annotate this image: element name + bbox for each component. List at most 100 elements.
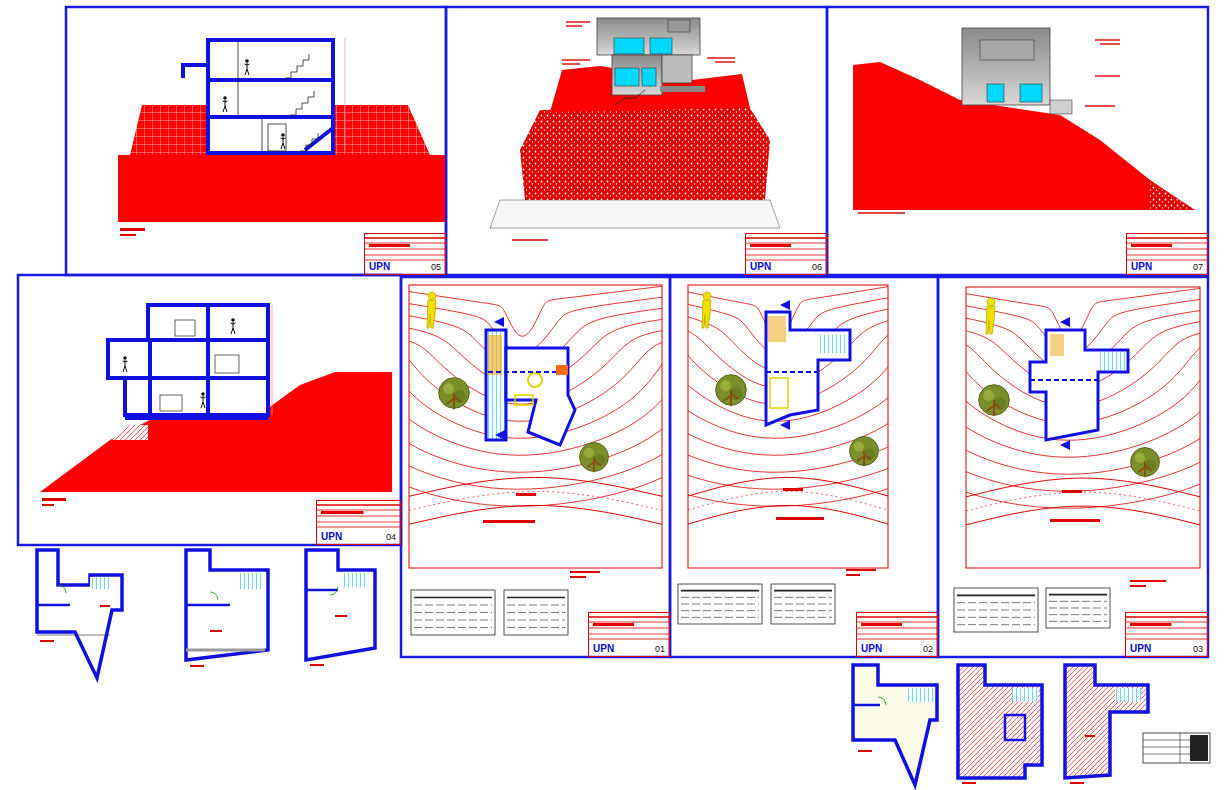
site-plan-building-part-part	[780, 300, 790, 310]
site-plan-building-part	[766, 312, 850, 425]
site-plan-building-part	[486, 330, 506, 440]
sheet-number: 06	[811, 262, 823, 273]
title-block-rule	[365, 243, 447, 244]
title-block: UPN07	[1126, 233, 1208, 275]
firm-logo: UPN	[592, 643, 615, 655]
table-row	[507, 612, 565, 613]
floor-plan-details-part-part	[210, 630, 222, 632]
plan-title-bars-part	[516, 493, 536, 496]
section-drawing-part	[118, 155, 445, 222]
section-drawing-part-part	[183, 65, 208, 78]
section-drawing-part-part	[125, 416, 268, 420]
floor-plan-details-part-part	[58, 585, 66, 593]
road-curve	[409, 505, 662, 525]
section-drawing-part	[42, 504, 54, 506]
section-drawing-part	[272, 305, 273, 415]
section-drawing-part-part	[108, 340, 268, 378]
sheet-number: 02	[922, 644, 934, 655]
title-block-fill	[369, 244, 410, 247]
plan-title-bars	[483, 488, 1166, 587]
front-elevation-part-part	[707, 57, 735, 58]
floor-plan-details-part-part	[858, 750, 872, 752]
floor-plan-details-part-part	[1180, 733, 1181, 763]
table-row	[1049, 621, 1107, 622]
section-drawing-part	[42, 498, 66, 501]
site-plan-building-part	[506, 348, 575, 445]
sheet-number: 05	[430, 262, 442, 273]
title-block: UPN 01	[588, 612, 670, 657]
sheet-number: 03	[1192, 644, 1204, 655]
firm-logo: UPN	[860, 643, 883, 655]
title-block-rule	[746, 255, 828, 256]
site-plan-building-part-part	[495, 430, 505, 440]
section-drawing-part	[120, 228, 145, 231]
floor-plans-part	[1065, 665, 1148, 778]
trees	[439, 375, 1160, 478]
front-elevation-part-part	[562, 59, 590, 60]
title-block-rule	[589, 616, 671, 618]
title-block-fill	[861, 623, 902, 626]
floor-plan-details-part-part	[190, 665, 204, 667]
section-drawing-part	[345, 38, 346, 150]
section-drawing-part-part	[208, 40, 333, 153]
floor-plan-details-part-part	[962, 782, 976, 784]
section-drawing-part-part	[300, 133, 318, 151]
trees-part	[1131, 448, 1160, 478]
site-plan-building-part	[488, 335, 502, 375]
table-row	[957, 617, 1035, 618]
title-block-rule	[317, 510, 402, 511]
section-drawing-part	[40, 372, 392, 492]
floor-plan-details-part	[58, 585, 886, 705]
road-curve	[688, 505, 888, 525]
table-frame	[411, 590, 495, 635]
front-elevation-part	[650, 38, 672, 54]
title-block-rule	[746, 237, 828, 239]
site-plan-building	[486, 300, 1128, 450]
front-elevation-part-part	[562, 63, 580, 64]
road-curve	[688, 491, 888, 511]
firm-logo: UPN	[1129, 643, 1152, 655]
plan-title-bars-part	[483, 520, 535, 523]
plan-title-bars-part	[570, 571, 600, 573]
site-plan-building-part	[768, 316, 786, 342]
section-drawing-part-part	[215, 355, 239, 373]
sheet-number: 01	[654, 644, 666, 655]
table-row	[1049, 594, 1107, 596]
road-curve	[966, 506, 1200, 526]
title-block-rule	[365, 255, 447, 256]
table-row	[957, 624, 1035, 625]
title-block-rule	[589, 622, 671, 623]
sheet-frames-part	[18, 275, 401, 545]
plan-title-bars-part	[846, 574, 860, 576]
road-curve	[409, 477, 662, 497]
section-drawing-part	[231, 318, 236, 334]
floor-plan-details-part	[37, 590, 1025, 740]
title-block-rule	[1126, 634, 1209, 635]
floor-plans-part	[37, 550, 122, 678]
table-row	[1049, 601, 1107, 602]
table-row	[774, 617, 832, 618]
contour-group	[688, 285, 888, 525]
road-curve	[966, 478, 1200, 498]
title-block-rule	[317, 504, 402, 506]
title-block-rule	[589, 634, 671, 635]
floor-plan-details-part-part	[306, 589, 338, 592]
front-elevation-part-part	[566, 21, 590, 22]
site-plan-building-part	[1030, 330, 1128, 440]
front-elevation-part	[490, 200, 780, 228]
section-drawing-part-part	[262, 119, 263, 151]
title-block-rule	[1126, 622, 1209, 623]
front-elevation-part-part	[512, 239, 548, 240]
title-block-rule	[857, 634, 939, 635]
title-block-rule	[589, 628, 671, 629]
front-elevation-part	[615, 90, 645, 105]
title-block-row: UPN05	[368, 261, 442, 273]
floor-plan-details-part-part	[853, 704, 880, 707]
floor-plan-details	[37, 573, 1210, 784]
table-row	[1049, 608, 1107, 609]
sheet-frames-part	[446, 7, 827, 275]
section-drawing-part	[160, 320, 239, 411]
front-elevation-part-part	[566, 25, 582, 26]
table-row	[414, 627, 492, 628]
